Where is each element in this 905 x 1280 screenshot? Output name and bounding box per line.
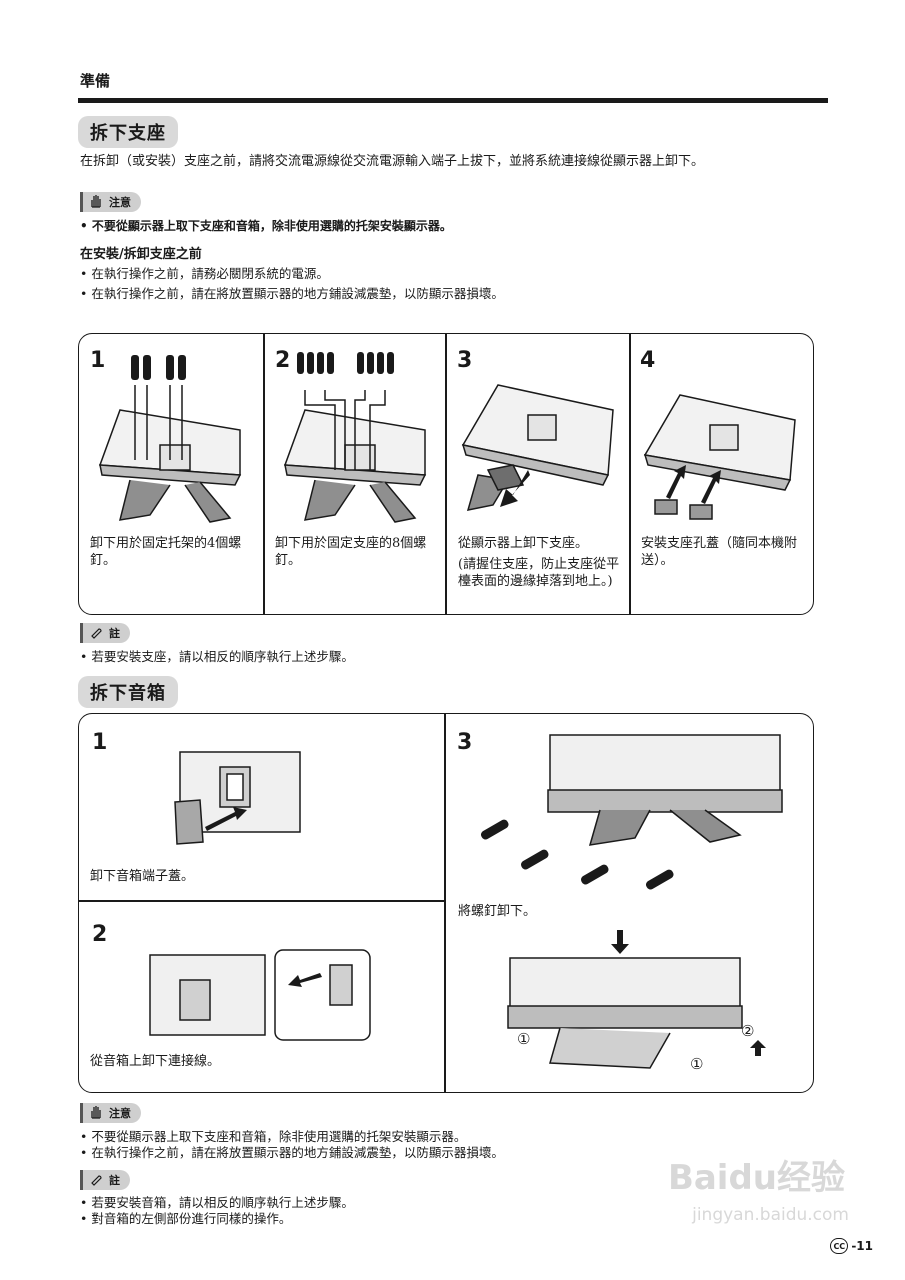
- illustration-remove-stand-screws: [283, 352, 427, 523]
- step-number: 3: [457, 348, 473, 373]
- page-section-label: 準備: [80, 72, 111, 90]
- section-title-remove-speakers: 拆下音箱: [78, 676, 178, 708]
- illustration-attach-hole-covers: [643, 394, 796, 520]
- illustration-remove-bracket-screws: [98, 355, 242, 523]
- note-text: 若要安裝支座，請以相反的順序執行上述步驟。: [80, 648, 354, 665]
- caution-badge: 注意: [80, 192, 141, 212]
- speaker-steps-panel: [78, 713, 814, 1093]
- step-number: 3: [457, 730, 473, 755]
- illustration-detach-stand: [461, 384, 614, 511]
- caution-badge: 注意: [80, 1103, 141, 1123]
- step-number: 1: [90, 348, 106, 373]
- watermark-logo: Baidu经验: [667, 1158, 845, 1198]
- list-item: 在執行操作之前，請在將放置顯示器的地方鋪設減震墊，以防顯示器損壞。: [80, 1144, 504, 1161]
- step-caption: 卸下用於固定托架的4個螺釘。: [90, 536, 242, 568]
- list-item: 在執行操作之前，請務必關閉系統的電源。: [80, 265, 329, 282]
- stand-steps-panel: [78, 333, 814, 615]
- step-number: 1: [92, 730, 108, 755]
- callout-marker: ①: [517, 1030, 531, 1048]
- step-caption: 安裝支座孔蓋（隨同本機附送）。: [641, 536, 798, 568]
- intro-text: 在拆卸（或安裝）支座之前，請將交流電源線從交流電源輸入端子上拔下，並將系統連接線…: [80, 154, 705, 169]
- step-caption: 從音箱上卸下連接線。: [90, 1054, 221, 1069]
- hand-icon: [89, 194, 103, 211]
- language-badge: CC: [830, 1238, 849, 1254]
- section-title-remove-stand: 拆下支座: [78, 116, 178, 148]
- illustration-remove-speaker-screws: [480, 734, 783, 890]
- illustration-detach-speaker: [507, 930, 766, 1069]
- step-number: 2: [275, 348, 291, 373]
- callout-marker: ②: [741, 1022, 755, 1040]
- list-item: 若要安裝音箱，請以相反的順序執行上述步驟。: [80, 1194, 354, 1211]
- step-number: 4: [640, 348, 656, 373]
- step-number: 2: [92, 922, 108, 947]
- note-badge: 註: [80, 1170, 130, 1190]
- header-rule: [78, 98, 828, 103]
- step-caption: 從顯示器上卸下支座。: [458, 536, 589, 551]
- page-number: CC -11: [830, 1238, 873, 1254]
- list-item: 對音箱的左側部份進行同樣的操作。: [80, 1210, 291, 1227]
- note-badge: 註: [80, 623, 130, 643]
- list-item: 不要從顯示器上取下支座和音箱，除非使用選購的托架安裝顯示器。: [80, 1128, 466, 1145]
- step-caption: 卸下音箱端子蓋。: [90, 869, 195, 884]
- step-subcaption: (請握住支座，防止支座從平檯表面的邊緣掉落到地上。): [458, 557, 620, 589]
- list-item: 在執行操作之前，請在將放置顯示器的地方鋪設減震墊，以防顯示器損壞。: [80, 285, 504, 302]
- note-icon: [89, 625, 103, 642]
- watermark-url: jingyan.baidu.com: [692, 1205, 849, 1225]
- caution-text: 不要從顯示器上取下支座和音箱，除非使用選購的托架安裝顯示器。: [80, 218, 452, 235]
- subheading-before-install: 在安裝/拆卸支座之前: [80, 247, 202, 262]
- callout-marker: ①: [690, 1055, 704, 1073]
- illustration-disconnect-cable: [149, 949, 371, 1041]
- step-caption: 將螺釘卸下。: [458, 904, 537, 919]
- note-icon: [89, 1172, 103, 1189]
- illustration-remove-terminal-cover: [174, 751, 301, 845]
- step-caption: 卸下用於固定支座的8個螺釘。: [275, 536, 427, 568]
- hand-icon: [89, 1105, 103, 1122]
